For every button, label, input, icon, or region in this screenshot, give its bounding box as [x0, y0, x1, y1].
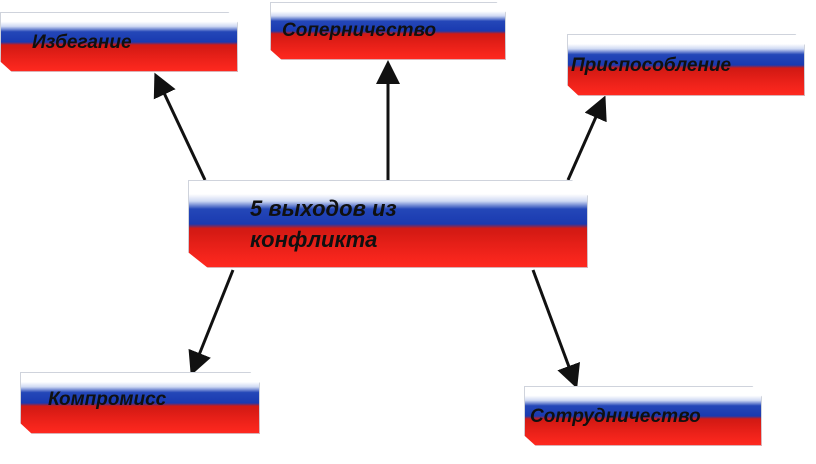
- arrow-to-avoidance: [153, 72, 207, 181]
- cooperation-box: [524, 386, 762, 446]
- arrow-to-compromise: [188, 269, 235, 376]
- adaptation-box: [567, 34, 805, 96]
- rivalry-label: Соперничество: [282, 20, 437, 41]
- avoidance-label: Избегание: [32, 32, 132, 53]
- center-title-line1: 5 выходов из: [250, 196, 397, 221]
- avoidance-box: [0, 12, 238, 72]
- rivalry-box: [270, 2, 506, 60]
- arrow-to-adaptation: [566, 95, 607, 181]
- compromise-label: Компромисс: [48, 389, 167, 410]
- adaptation-label: Приспособление: [571, 55, 732, 76]
- compromise-box: [20, 372, 260, 434]
- cooperation-label: Сотрудничество: [530, 406, 701, 427]
- arrow-to-cooperation: [531, 269, 580, 389]
- center-box: [188, 180, 588, 268]
- center-title-line2: конфликта: [250, 227, 378, 252]
